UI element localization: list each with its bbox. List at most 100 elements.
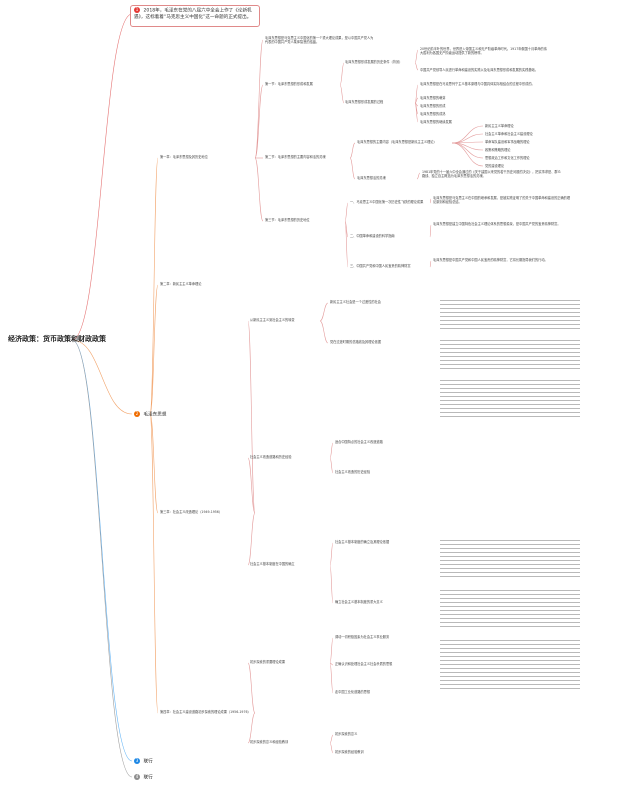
ch1-s1-sub2-item-4: 毛泽东思想的成熟 [420, 112, 446, 116]
paragraph-block [440, 590, 580, 630]
connector-line [344, 202, 349, 222]
connector-line [429, 260, 432, 268]
paragraph-block [440, 380, 580, 420]
ch1-section-1[interactable]: 第一节：毛泽东思想的形成和发展 [265, 82, 313, 86]
ch1-s2-sub-1[interactable]: 毛泽东思想的主要内容（毛泽东思想是新民主主义理论） [357, 140, 437, 144]
connector-line [349, 157, 356, 180]
connector-line [339, 62, 345, 86]
connector-line [451, 142, 484, 159]
footer-node-1[interactable]: 3 联行 [134, 758, 153, 766]
paragraph-block [440, 640, 580, 690]
ch1-s3-sub-1[interactable]: 一、马克思主义中国化第一次历史性飞跃的理论成果 [350, 200, 424, 204]
ch4-sub-1[interactable]: 初步探索的重要理论成果 [250, 660, 286, 664]
ch1-s2-sub1-item-5: 思想政治工作和文化工作的理论 [485, 156, 530, 160]
ch1-s3-sub1-item-1: 毛泽东思想是马克思主义在中国的继承和发展，是被实践证明了的关于中国革命和建设的正… [433, 196, 571, 205]
paragraph-block [440, 300, 580, 330]
connector-line [429, 198, 432, 204]
connector-line [349, 142, 356, 159]
connector-line [329, 742, 334, 754]
connector-line [247, 712, 256, 744]
ch1-s3-sub-3[interactable]: 三、中国共产党和中国人民宝贵的精神财富 [350, 264, 411, 268]
branch-maozedong-thought[interactable]: 2 毛泽东思想 [134, 411, 166, 419]
connector-line [339, 84, 345, 104]
ch3-sub-3[interactable]: 社会主义基本制度在中国的确立 [250, 562, 295, 566]
chapter-1[interactable]: 第一章：毛泽东思想及其历史地位 [160, 155, 208, 159]
connector-line [254, 39, 264, 159]
chapter-4[interactable]: 第四章：社会主义建设道路初步探索的理论成果（1956-1976） [160, 710, 251, 714]
ch1-s2-sub-2[interactable]: 毛泽东思想活的灵魂 [357, 176, 386, 180]
ch1-s2-sub1-item-6: 党的建设理论 [485, 164, 505, 168]
connector-line [344, 220, 349, 268]
connector-line [414, 102, 419, 123]
ch3-sub3-item-1: 社会主义基本制度的确立及其理论依据 [335, 540, 390, 544]
branch-number-badge: 2 [134, 411, 140, 417]
ch3-sub-2[interactable]: 社会主义改造道路和历史经验 [250, 455, 292, 459]
connector-line [414, 49, 419, 64]
connector-line [149, 413, 159, 714]
ch1-s3-sub3-item-1: 毛泽东思想是中国共产党和中国人民宝贵的精神财富，它将长期指导我们的行动。 [433, 258, 548, 262]
ch1-intro[interactable]: 毛泽东思想是马克思主义中国化的第一个重大理论成果，是以中国共产党人为代表的中国共… [265, 36, 374, 45]
connector-line [414, 62, 419, 71]
connector-line [451, 133, 484, 144]
connector-line [71, 339, 133, 778]
ch1-s3-sub-2[interactable]: 二、中国革命和建设的科学指南 [350, 234, 395, 238]
ch1-s2-sub1-item-2: 社会主义革命和社会主义建设理论 [485, 132, 533, 136]
connector-line [149, 157, 159, 415]
chapter-2[interactable]: 第二章：新民主主义革命理论 [160, 282, 202, 286]
connector-line [416, 172, 421, 180]
ch4-sub-2[interactable]: 初步探索的意义和经验教训 [250, 740, 289, 744]
paragraph-block [440, 340, 580, 370]
connector-line [414, 84, 419, 104]
footer-node-2[interactable]: 4 联行 [134, 774, 153, 782]
ch1-s1-sub1-item-1: 20世纪前半叶的世界，世界进入帝国主义和无产阶级革命时代。1917年俄国十月革命… [420, 47, 547, 56]
ch1-section-2[interactable]: 第二节：毛泽东思想的主要内容和活的灵魂 [265, 155, 326, 159]
connector-line [71, 339, 133, 415]
ch4-sub2-item-2: 初步探索的经验教训 [335, 750, 364, 754]
ch1-s2-sub1-item-1: 新民主主义革命理论 [485, 124, 514, 128]
connector-line [149, 284, 159, 415]
connector-line [319, 302, 329, 322]
ch3-sub2-item-2: 社会主义改造的历史经验 [335, 470, 371, 474]
connector-line [329, 734, 334, 744]
chapter-3[interactable]: 第三章：社会主义改造理论（1949-1956） [160, 510, 222, 514]
ch4-sub1-item-1: 调动一切积极因素为社会主义事业服务 [335, 635, 390, 639]
ch4-sub2-item-1: 初步探索的意义 [335, 732, 358, 736]
footer-number-badge: 4 [134, 774, 140, 780]
connector-line [429, 224, 432, 238]
footer-number-badge: 3 [134, 758, 140, 764]
connector-line [254, 157, 264, 222]
ch1-section-3[interactable]: 第三节：毛泽东思想的历史地位 [265, 218, 310, 222]
connector-line [247, 457, 256, 514]
footer-label: 联行 [143, 759, 153, 765]
ch1-s2-sub1-item-3: 革命军队建设和军事战略的理论 [485, 140, 530, 144]
ch1-s2-sub2-item-1: 1981年党的十一届六中全会通过的《关于建国以来党的若干历史问题的决议》，把实事… [422, 170, 561, 179]
ch3-sub2-item-1: 适合中国特点的社会主义改造道路 [335, 440, 383, 444]
connector-line [71, 339, 133, 762]
ch1-s2-sub1-item-4: 政策和策略的理论 [485, 148, 511, 152]
ch1-s1-sub2-item-1: 毛泽东思想是在马克思列宁主义基本原理与中国具体实际相结合的过程中形成的。 [420, 82, 535, 86]
footer-label: 联行 [143, 775, 153, 781]
branch-title: 毛泽东思想 [143, 412, 167, 418]
connector-line [329, 662, 334, 694]
connector-line [247, 320, 256, 514]
connector-line [329, 442, 334, 459]
ch3-sub3-item-2: 确立社会主义基本制度的重大意义 [335, 600, 383, 604]
connector-line [329, 542, 334, 566]
ch3-sub1-item-2: 党在过渡时期的总路线及其理论依据 [330, 340, 381, 344]
ch3-sub-1[interactable]: 从新民主主义到社会主义的转变 [250, 318, 295, 322]
callout-number-badge: 1 [134, 7, 140, 13]
ch1-s1-sub-1[interactable]: 毛泽东思想形成发展的历史条件（背景） [345, 60, 403, 64]
ch1-s1-sub2-item-3: 毛泽东思想的形成 [420, 104, 446, 108]
connector-line [329, 662, 334, 666]
connector-line [451, 142, 484, 167]
ch1-s1-sub-2[interactable]: 毛泽东思想形成发展的过程 [345, 100, 384, 104]
connector-line [254, 84, 264, 159]
callout-note[interactable]: 1 2018年，毛泽东在党的八届六中全会上作了《论新机遇》，这标着着“马克思主义… [130, 5, 260, 27]
connector-line [71, 13, 133, 341]
connector-line [149, 413, 159, 514]
connector-line [319, 320, 329, 344]
ch1-s1-sub2-item-5: 毛泽东思想的继续发展 [420, 120, 452, 124]
root-topic[interactable]: 经济政策：货币政策和财政政策 [8, 335, 106, 343]
ch1-s1-sub1-item-2: 中国共产党领导人民进行革命和建设的实践以及毛泽东思想形成和发展的实践基础。 [420, 68, 538, 72]
